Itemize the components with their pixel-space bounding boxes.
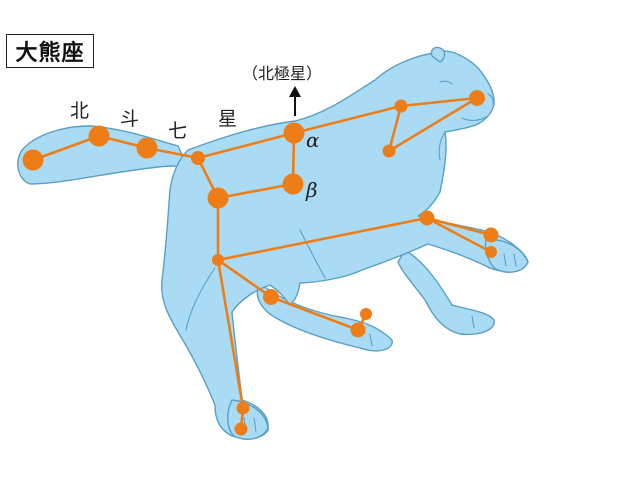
star-hind-paw-1 <box>350 322 366 338</box>
star-chest <box>419 210 435 226</box>
bear-shoulder-line <box>299 229 326 279</box>
star-front-paw-1 <box>483 227 499 243</box>
star-rear-paw-1 <box>236 401 250 415</box>
hind-leg-line <box>216 258 368 332</box>
stars <box>22 90 499 436</box>
big-dipper-label-2: 斗 <box>120 108 140 130</box>
big-dipper-bowl-line <box>196 131 296 200</box>
bear-toe-line-6 <box>369 333 373 347</box>
star-rear-paw-2 <box>234 422 248 436</box>
star-handle-2 <box>88 125 110 147</box>
star-bowl-bottom <box>207 187 229 209</box>
front-leg-line <box>216 196 493 262</box>
star-beta <box>282 173 304 195</box>
bear-nose <box>487 93 494 105</box>
star-neck <box>394 99 408 113</box>
bear-illustration <box>17 46 529 440</box>
polaris-label: （北極星） <box>242 64 323 83</box>
bear-body <box>161 50 529 440</box>
star-front-paw-2 <box>485 246 497 258</box>
star-handle-end <box>22 149 44 171</box>
star-jaw <box>382 144 396 158</box>
bear-jaw-line <box>438 131 446 161</box>
polaris-arrow <box>289 86 301 116</box>
star-hind-knee <box>263 289 279 305</box>
bear-mouth-line <box>461 115 489 121</box>
bear-eye <box>439 80 453 85</box>
bear-toe-line-4 <box>253 417 257 433</box>
bear-toe-line-5 <box>471 315 475 329</box>
star-nose <box>469 90 485 106</box>
front-paw-line <box>425 216 493 254</box>
bear-far-front-leg <box>397 249 495 336</box>
big-dipper-label-1: 北 <box>70 100 90 122</box>
star-handle-3 <box>136 137 158 159</box>
bear-toe-line-1 <box>503 253 507 267</box>
star-hind-paw-2 <box>360 308 372 320</box>
bear-ear <box>430 46 446 63</box>
constellation-title: 大熊座 <box>6 34 94 68</box>
alpha-label: α <box>306 128 320 152</box>
bear-toe-line-2 <box>513 253 517 267</box>
star-megrez <box>191 151 205 165</box>
bear-details <box>185 80 517 433</box>
star-alpha <box>283 122 305 144</box>
big-dipper-label-3: 七 <box>168 120 188 142</box>
beta-label: β <box>306 178 318 202</box>
big-dipper-label-4: 星 <box>218 108 238 130</box>
bear-rear-leg-line <box>185 267 216 331</box>
star-hip <box>212 254 224 266</box>
